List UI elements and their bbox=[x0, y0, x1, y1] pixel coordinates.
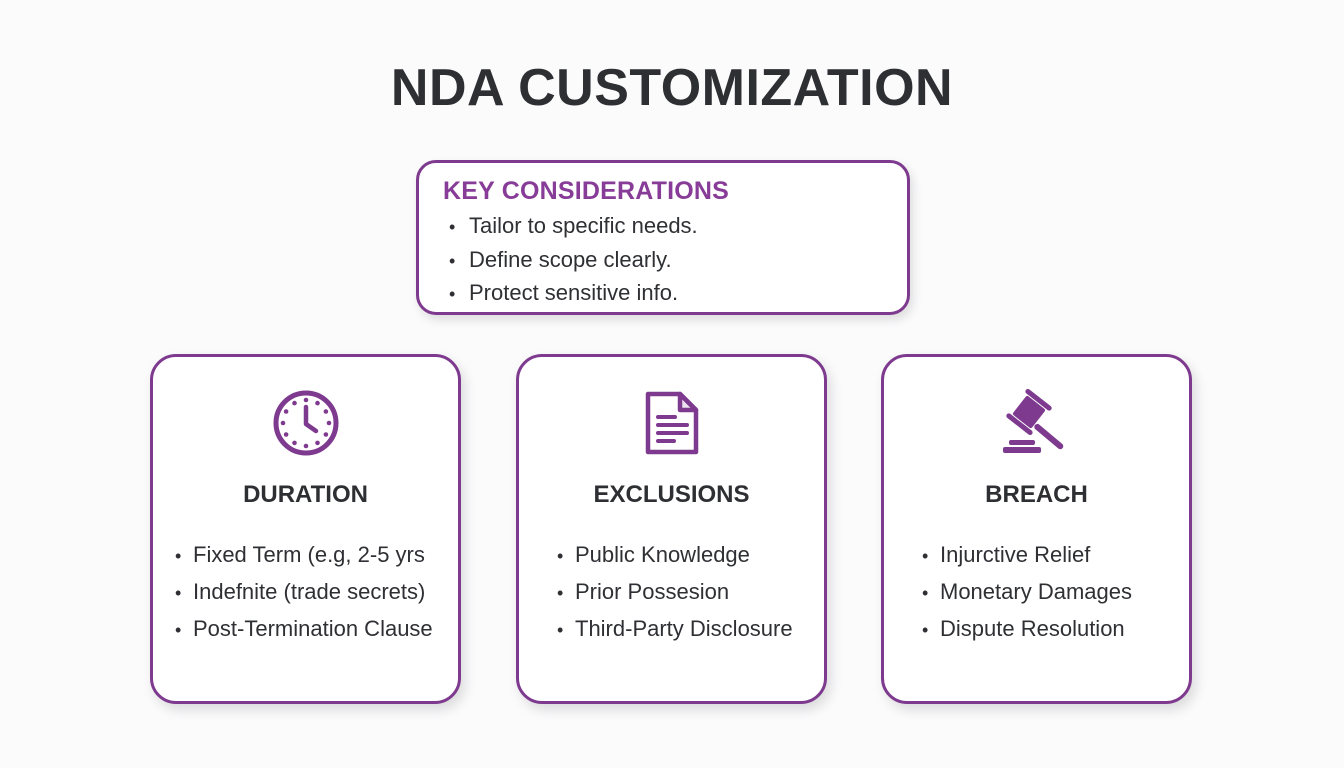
card-exclusions: EXCLUSIONS •Public Knowledge •Prior Poss… bbox=[516, 354, 827, 704]
card-duration: DURATION •Fixed Term (e.g, 2-5 yrs •Inde… bbox=[150, 354, 461, 704]
key-considerations-heading: KEY CONSIDERATIONS bbox=[443, 177, 730, 205]
list-item: •Prior Possesion bbox=[557, 579, 730, 604]
card-heading: EXCLUSIONS bbox=[593, 481, 750, 508]
key-considerations-list: •Tailor to specific needs. •Define scope… bbox=[443, 210, 907, 311]
card-list: •Injurctive Relief •Monetary Damages •Di… bbox=[922, 537, 1132, 648]
list-item: •Indefnite (trade secrets) bbox=[175, 579, 426, 604]
list-item: •Dispute Resolution bbox=[922, 616, 1125, 641]
list-item: •Post-Termination Clause bbox=[175, 616, 433, 641]
card-list: •Public Knowledge •Prior Possesion •Thir… bbox=[557, 537, 793, 648]
card-heading: DURATION bbox=[243, 481, 368, 508]
list-item: •Define scope clearly. bbox=[449, 244, 907, 278]
document-icon bbox=[519, 387, 824, 459]
list-item: •Tailor to specific needs. bbox=[449, 210, 907, 244]
list-item: •Monetary Damages bbox=[922, 579, 1132, 604]
list-item: •Protect sensitive info. bbox=[449, 277, 907, 311]
list-item: •Injurctive Relief bbox=[922, 542, 1091, 567]
card-breach: BREACH •Injurctive Relief •Monetary Dama… bbox=[881, 354, 1192, 704]
list-item: •Fixed Term (e.g, 2-5 yrs bbox=[175, 542, 425, 567]
gavel-icon bbox=[884, 387, 1189, 459]
bullet: • bbox=[449, 284, 456, 304]
card-heading: BREACH bbox=[985, 481, 1088, 508]
card-list: •Fixed Term (e.g, 2-5 yrs •Indefnite (tr… bbox=[175, 537, 433, 648]
bullet: • bbox=[449, 250, 456, 271]
bullet: • bbox=[449, 217, 456, 237]
key-considerations-box: KEY CONSIDERATIONS •Tailor to specific n… bbox=[416, 160, 910, 315]
clock-icon bbox=[153, 387, 458, 459]
list-item: •Public Knowledge bbox=[557, 542, 750, 567]
page-title: NDA CUSTOMIZATION bbox=[390, 59, 954, 117]
list-item: •Third-Party Disclosure bbox=[557, 616, 793, 641]
